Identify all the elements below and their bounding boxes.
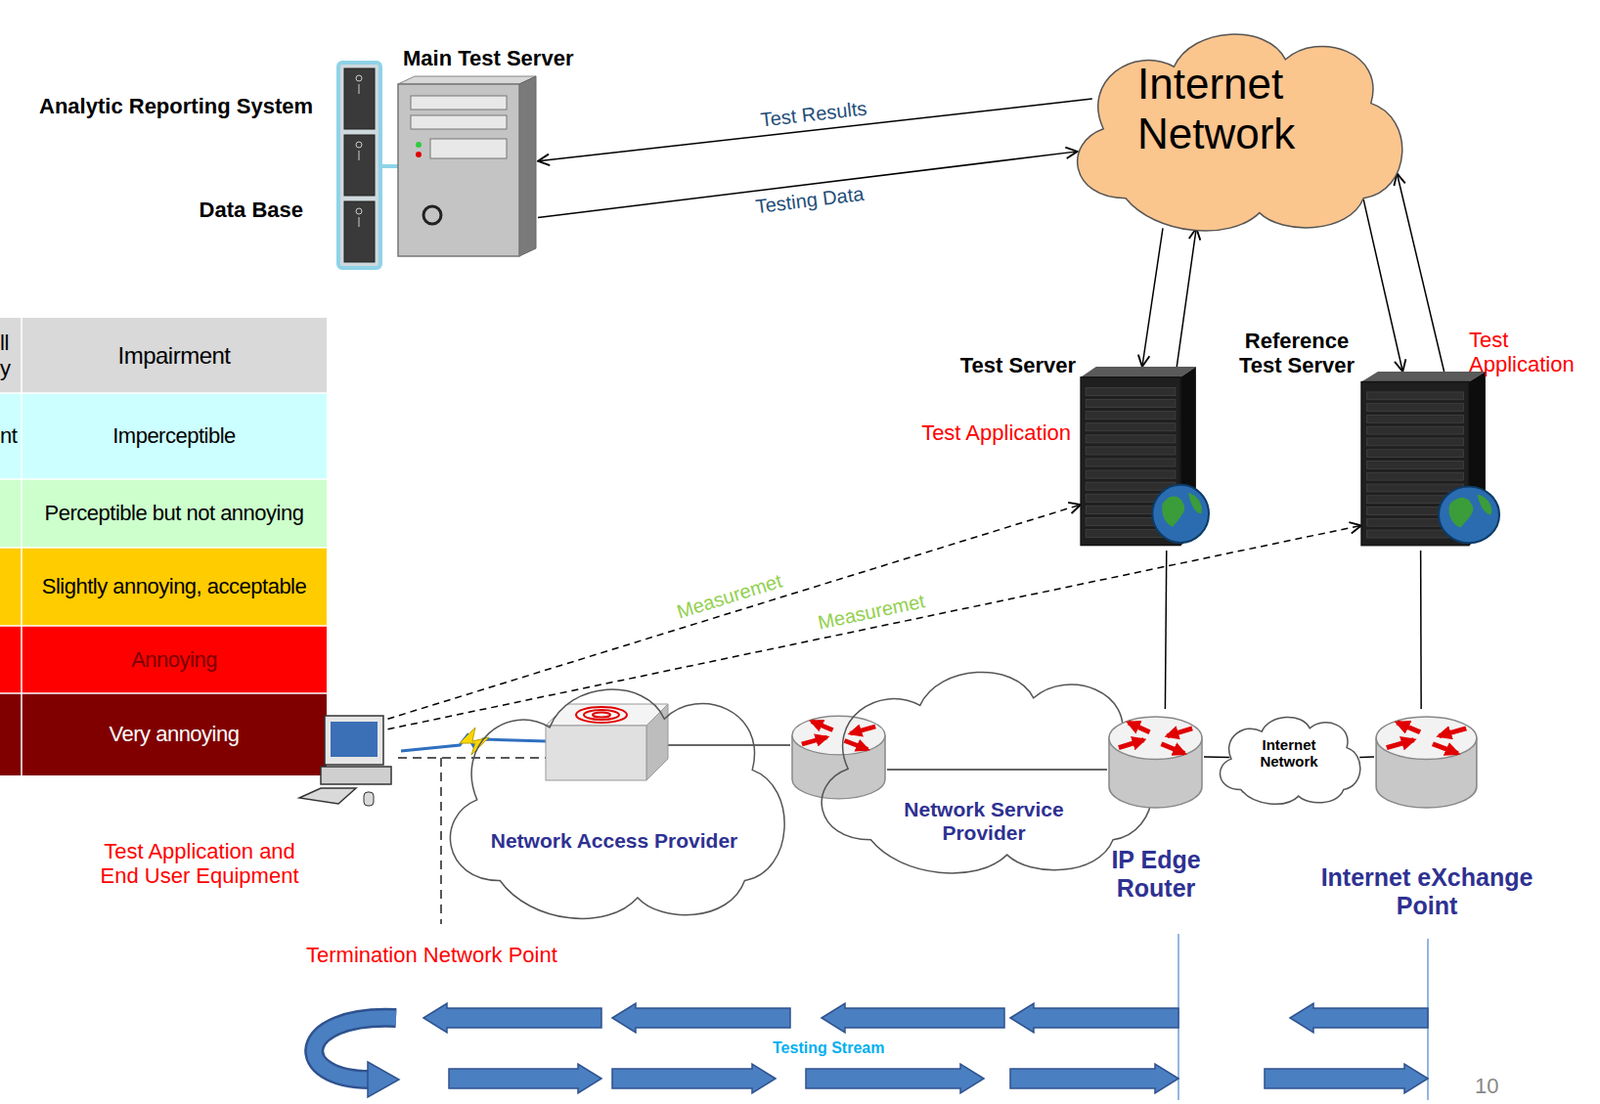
access-device bbox=[545, 704, 668, 781]
link-line bbox=[537, 151, 1078, 219]
stream-arrow bbox=[805, 1064, 984, 1094]
stream-arrow bbox=[1264, 1064, 1428, 1094]
table-cell: Imperceptible bbox=[21, 393, 327, 480]
router-node: Internet eXchange Point bbox=[1374, 709, 1479, 816]
testing-stream-arrows bbox=[423, 1003, 1428, 1094]
node-label: Test Server bbox=[943, 353, 1076, 378]
note-label: Termination Network Point bbox=[306, 942, 610, 968]
link-line bbox=[1203, 755, 1230, 758]
stream-arrow bbox=[1010, 1064, 1179, 1094]
server-node: Test ServerTest Application bbox=[1080, 366, 1209, 551]
node-label: Internet Network bbox=[1244, 736, 1334, 771]
router-symbol bbox=[792, 715, 886, 800]
u-turn-arrow bbox=[313, 1018, 400, 1098]
edge-label: Test Results bbox=[756, 96, 870, 132]
table-cell: Annoying bbox=[21, 625, 327, 694]
node-note: Test Application bbox=[1468, 327, 1591, 378]
stream-arrow bbox=[423, 1003, 602, 1033]
access-links bbox=[398, 727, 1108, 925]
part-label: Data Base bbox=[176, 197, 304, 223]
node-label: Network Access Provider bbox=[482, 829, 747, 853]
node-note: Test Application bbox=[880, 420, 1071, 445]
table-cell: nt bbox=[0, 393, 22, 480]
table-cell: Very annoying bbox=[21, 693, 327, 776]
server-icon bbox=[1361, 371, 1500, 551]
tap-lines bbox=[1178, 933, 1428, 1101]
link-line bbox=[1176, 227, 1197, 367]
node-label: Test Application and End User Equipment bbox=[86, 839, 313, 889]
table-cell: Impairment bbox=[21, 317, 327, 394]
cloud-node: Internet Network bbox=[1051, 15, 1423, 235]
cloud-node: Network Access Provider bbox=[423, 667, 806, 924]
link-line bbox=[1363, 199, 1403, 372]
server-node: Main Test Server bbox=[336, 60, 538, 270]
link-line bbox=[1359, 755, 1375, 758]
link-line bbox=[1142, 227, 1163, 367]
node-label: Network Service Provider bbox=[881, 798, 1087, 845]
link-line bbox=[1164, 550, 1166, 710]
node-label: Internet eXchange Point bbox=[1319, 863, 1535, 921]
table-cell: Slightly annoying, acceptable bbox=[21, 547, 327, 626]
stream-arrow bbox=[612, 1064, 776, 1094]
stream-arrow bbox=[1289, 1003, 1428, 1033]
part-label: Analytic Reporting System bbox=[7, 93, 313, 119]
page-number: 10 bbox=[1474, 1073, 1514, 1099]
router-symbol bbox=[1374, 709, 1479, 816]
link-line bbox=[1420, 550, 1423, 710]
computer-icon bbox=[295, 713, 399, 817]
stream-arrow bbox=[612, 1003, 791, 1033]
stream-label: Testing Stream bbox=[772, 1039, 910, 1058]
stream-arrow bbox=[448, 1064, 602, 1094]
stream-arrow bbox=[1010, 1003, 1179, 1033]
server-icon bbox=[1080, 366, 1209, 551]
edge-label: Measuremet bbox=[672, 569, 788, 624]
edge-label: Testing Data bbox=[752, 181, 867, 219]
cloud-shape bbox=[423, 667, 806, 924]
measurement-line bbox=[388, 504, 1082, 719]
table-cell: ll y bbox=[0, 317, 22, 394]
node-label: IP Edge Router bbox=[1092, 845, 1220, 903]
end-user-node: Test Application and End User Equipment bbox=[295, 713, 399, 817]
main-server-icon bbox=[336, 60, 538, 270]
measurement-line bbox=[388, 525, 1363, 729]
link-line bbox=[1396, 173, 1444, 372]
router-symbol bbox=[1107, 709, 1204, 816]
node-label: Main Test Server bbox=[402, 45, 628, 71]
cloud-node: Internet Network bbox=[1208, 709, 1370, 806]
quality-table bbox=[0, 317, 327, 776]
node-label: Internet Network bbox=[1137, 59, 1373, 159]
server-node: Reference Test ServerTest Application bbox=[1361, 371, 1500, 551]
router-node: IP Edge Router bbox=[1107, 709, 1204, 816]
router-symbol bbox=[792, 715, 886, 800]
table-cell: Perceptible but not annoying bbox=[21, 479, 327, 548]
stream-arrow bbox=[821, 1003, 1005, 1033]
node-label: Reference Test Server bbox=[1232, 328, 1362, 379]
